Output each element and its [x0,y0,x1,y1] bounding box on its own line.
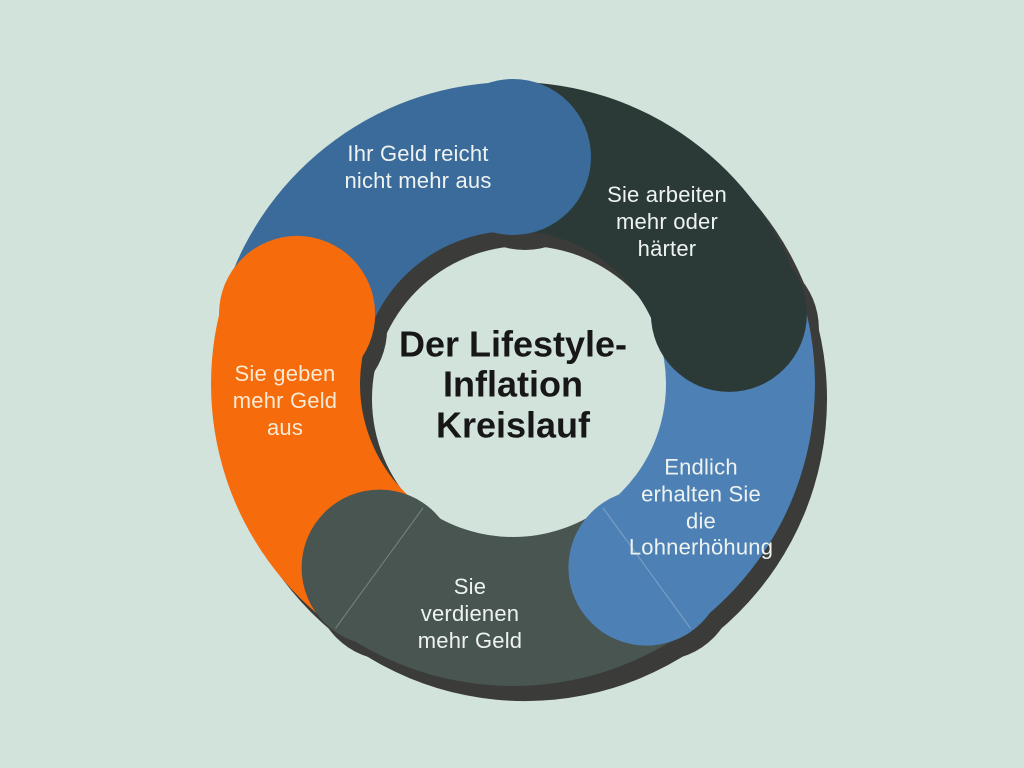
diagram-title: Der Lifestyle- Inflation Kreislauf [398,323,628,446]
segment-spend-more-money-head-overlap [219,235,376,392]
segment-label-earn-more-money: Sie verdienen mehr Geld [417,573,523,653]
seam-line [335,507,424,629]
seam-line [602,507,691,629]
segment-money-not-enough-head [435,79,591,235]
segment-label-get-raise: Endlich erhalten Sie die Lohnerhöhung [628,454,774,560]
segment-label-work-more-harder: Sie arbeiten mehr oder härter [607,181,727,261]
segment-label-spend-more-money: Sie geben mehr Geld aus [232,360,338,440]
segment-label-money-not-enough: Ihr Geld reicht nicht mehr aus [344,141,492,193]
segment-get-raise-head [568,489,725,646]
segment-earn-more-money-head [301,489,458,646]
segment-work-more-harder-head [650,235,807,392]
